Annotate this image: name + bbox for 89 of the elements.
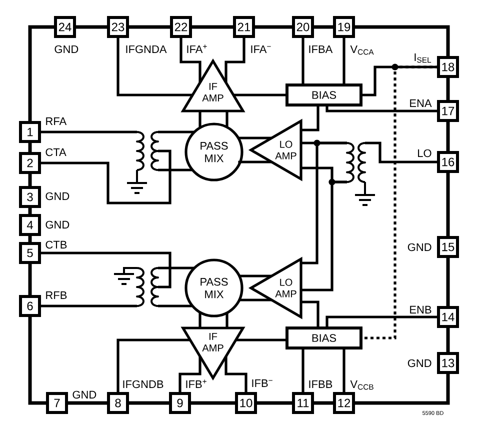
bias-box: BIAS [286,326,362,350]
wire [158,168,193,172]
pin-box: 1 [19,121,41,143]
wire [158,304,193,308]
wire [302,348,304,394]
wire [301,105,320,132]
wire [301,142,347,264]
pin-label: IFA$^{+}$ [187,44,207,53]
pin-label: LO [418,149,432,158]
pin-box: 17 [437,100,459,122]
pin-box: 9 [169,392,191,414]
pin-label: IFGNDB [123,380,164,388]
pin-label: IFGNDA [126,45,167,54]
pin-label: IFBA [309,45,333,53]
pin-label: IFB$^{−}$ [252,379,272,387]
pin-label: GND [408,359,432,368]
wire [226,111,228,128]
pin-label: GND [54,45,78,54]
pin-label: CTA [46,148,66,156]
pin-box: 4 [19,214,41,236]
pin-box: 12 [333,392,355,414]
pin-box: 22 [170,16,192,38]
pin-label: IFB$^{+}$ [186,380,206,388]
wire [158,266,194,270]
wire [224,36,246,83]
pin-label: GND [46,192,70,200]
pin-box: 13 [437,352,459,374]
transformer-symbol [346,142,366,183]
pin-box: 23 [107,16,129,38]
wire [40,150,172,204]
pin-label: RFA [46,117,67,125]
wire [40,252,172,288]
pin-box: 6 [19,295,41,317]
pin-label: RFB [46,291,67,299]
wire [239,298,272,302]
pin-label: IFBB [309,380,332,388]
pin-box: 16 [437,151,459,173]
wire [238,136,272,140]
wire [224,356,248,394]
bias-box: BIAS [286,84,362,106]
wire [158,130,194,134]
wire [180,36,202,83]
wire [342,36,346,85]
pin-box: 18 [437,56,459,78]
wire [365,142,438,164]
wire [326,316,438,328]
wire [239,274,272,278]
pin-label: ENA [410,99,432,107]
wire [302,36,304,85]
wire [361,66,438,96]
wire [326,105,438,112]
wire [342,348,346,394]
pin-label: ENB [410,306,432,314]
pin-box: 8 [107,392,129,414]
wire [233,94,287,96]
pin-box: 20 [292,16,314,38]
wire [226,312,228,328]
pin-box: 15 [437,236,459,258]
wire [301,180,347,292]
pin-label: V$_{CCB}$ [350,380,374,390]
transformer-symbol [136,267,159,307]
pin-box: 3 [19,186,41,208]
pin-box: 24 [54,16,76,38]
pin-box: 2 [19,152,41,174]
wire [116,36,193,96]
pin-box: 21 [233,16,255,38]
pin-box: 7 [46,392,68,414]
transformer-symbol [136,131,159,171]
wire [116,338,190,394]
wire [40,304,137,308]
pin-label: GND [72,390,96,399]
pin-box: 14 [437,306,459,328]
pin-label: CTB [46,240,67,249]
wire [198,111,202,128]
pin-box: 19 [333,16,355,38]
wire [301,300,320,328]
wire [238,160,272,164]
wire [178,356,202,394]
wire [40,130,137,134]
pin-label: IFA$^{−}$ [251,45,271,53]
pin-box: 11 [292,392,314,414]
pin-box: 5 [19,242,41,264]
pin-label: V$_{CCA}$ [350,45,374,55]
wire [198,312,202,328]
wire [236,338,287,342]
pin-label: I$_{SEL}$ [414,53,432,63]
pin-label: GND [46,220,70,229]
pin-box: 10 [235,392,257,414]
pin-label: GND [408,243,432,252]
